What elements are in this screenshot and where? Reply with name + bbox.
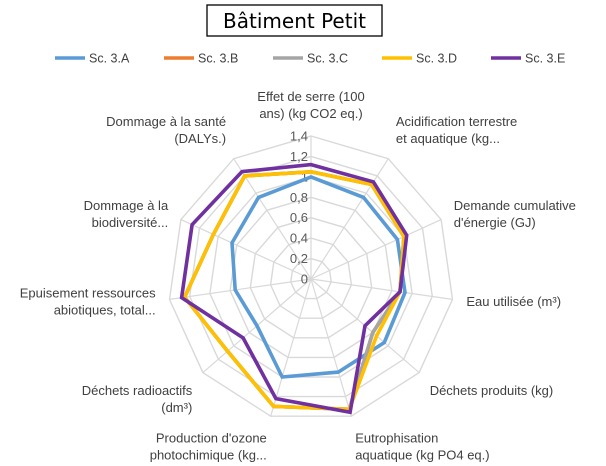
category-label: Déchets produits (kg): [430, 383, 554, 398]
grid-ring: [269, 237, 353, 319]
legend-item: Sc. 3.A: [55, 52, 130, 66]
axis-spoke: [169, 278, 312, 300]
legend-label: Sc. 3.A: [89, 52, 130, 66]
grid-ring: [249, 216, 373, 339]
radial-tick-labels: 0 0,2 0,4 0,6 0,8 1 1,2 1,4: [290, 129, 308, 287]
grid-ring: [168, 135, 454, 417]
legend-item: Sc. 3.D: [382, 52, 457, 66]
radial-tick-label: 0: [301, 272, 308, 287]
legend-label: Sc. 3.C: [307, 52, 348, 66]
legend-item: Sc. 3.B: [164, 52, 238, 66]
axis-spoke: [233, 158, 312, 280]
category-label: Dommage à la santé(DALYs.): [106, 114, 226, 146]
series-line-sc-3-a: [230, 174, 407, 379]
category-label: Déchets radioactifs(dm³): [82, 383, 193, 415]
axis-spoke: [310, 278, 352, 417]
axis-spoke: [180, 219, 312, 280]
series-line-sc-3-d: [182, 169, 406, 412]
legend-item: Sc. 3.E: [491, 52, 565, 66]
radial-tick-label: 0,6: [290, 210, 308, 225]
axis-spoke: [310, 278, 453, 300]
radial-tick-label: 1,2: [290, 149, 308, 164]
grid-ring: [188, 155, 434, 398]
chart-title: Bâtiment Petit: [223, 9, 366, 33]
legend: Sc. 3.A Sc. 3.B Sc. 3.C Sc. 3.D Sc. 3.E: [55, 52, 565, 66]
series-line-sc-3-e: [179, 162, 409, 415]
axis-spoke: [310, 219, 442, 280]
radial-tick-label: 1,4: [290, 129, 308, 144]
legend-label: Sc. 3.E: [525, 52, 565, 66]
legend-label: Sc. 3.D: [416, 52, 457, 66]
radial-tick-label: 0,2: [290, 251, 308, 266]
radial-tick-label: 1: [301, 169, 308, 184]
axis-spoke: [310, 158, 389, 280]
series-lines: [179, 162, 409, 415]
radial-tick-label: 0,8: [290, 190, 308, 205]
chart-title-box: [206, 4, 383, 37]
legend-label: Sc. 3.B: [198, 52, 238, 66]
grid-ring: [229, 196, 393, 359]
grid-ring: [290, 257, 332, 300]
radar-spokes: [169, 136, 453, 417]
radial-tick-label: 0,4: [290, 231, 308, 246]
axis-spoke: [270, 278, 312, 417]
category-label: Eau utilisée (m³): [466, 294, 561, 309]
legend-item: Sc. 3.C: [273, 52, 348, 66]
